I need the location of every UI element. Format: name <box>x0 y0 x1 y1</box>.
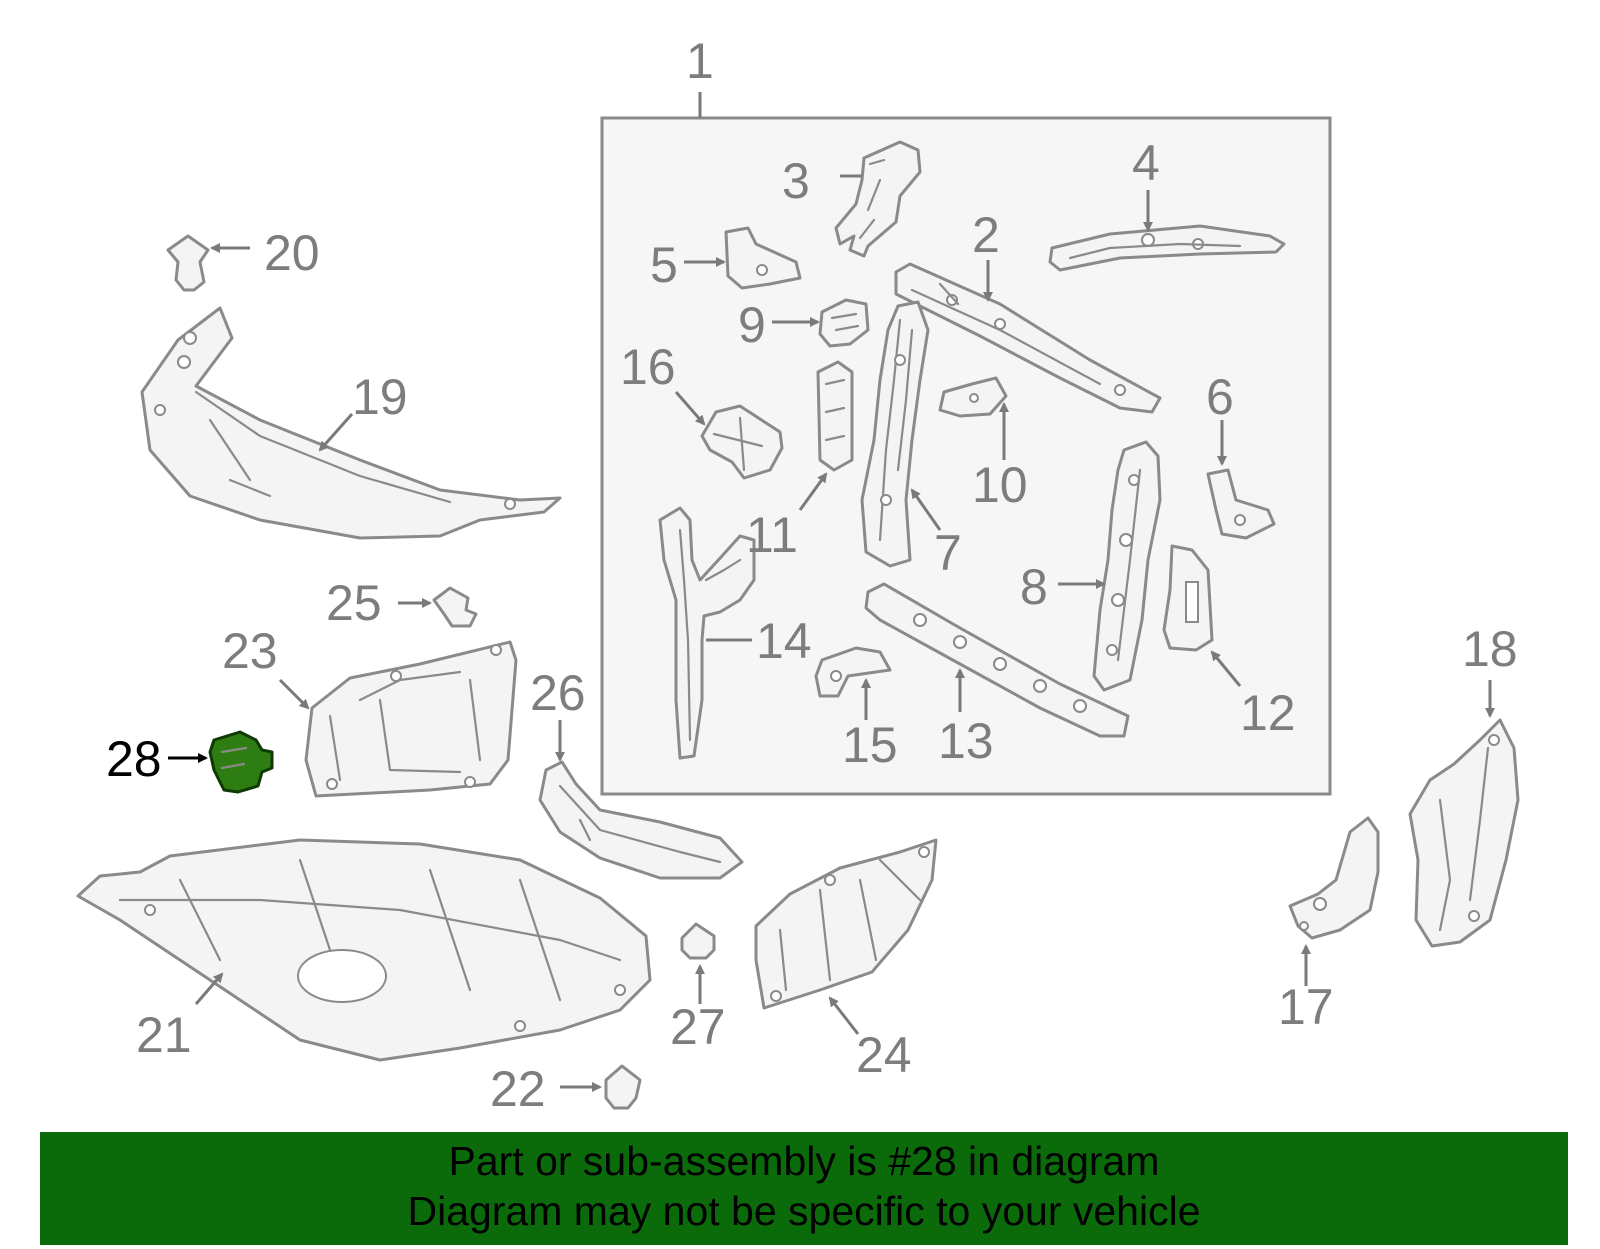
label-12: 12 <box>1240 685 1296 741</box>
part-24-splash-shield[interactable] <box>754 838 938 1035</box>
part-9-bracket[interactable] <box>772 298 870 348</box>
label-7: 7 <box>934 525 962 581</box>
label-25: 25 <box>326 575 382 631</box>
part-26-cover[interactable] <box>538 720 744 880</box>
label-3: 3 <box>782 153 810 209</box>
label-13: 13 <box>938 713 994 769</box>
label-11: 11 <box>746 507 798 563</box>
part-11-bracket[interactable] <box>798 360 854 511</box>
part-16-bracket[interactable] <box>674 391 784 480</box>
label-22: 22 <box>490 1061 546 1117</box>
part-13-lower-support[interactable] <box>864 582 1130 738</box>
label-2: 2 <box>972 207 1000 263</box>
part-21-under-cover[interactable] <box>76 838 652 1062</box>
label-1: 1 <box>686 33 714 89</box>
label-6: 6 <box>1206 369 1234 425</box>
part-25-clip[interactable] <box>398 586 478 628</box>
part-5-bracket[interactable] <box>684 226 802 290</box>
info-banner: Part or sub-assembly is #28 in diagram D… <box>40 1132 1568 1245</box>
label-27: 27 <box>670 999 726 1055</box>
label-10: 10 <box>972 457 1028 513</box>
label-16: 16 <box>620 339 676 395</box>
label-21: 21 <box>136 1007 192 1063</box>
label-14: 14 <box>756 613 812 669</box>
label-9: 9 <box>738 297 766 353</box>
part-18-splash-shield[interactable] <box>1408 680 1520 948</box>
part-27-clip[interactable] <box>680 922 716 1004</box>
part-8-side-support[interactable] <box>1058 440 1162 692</box>
part-22-clip[interactable] <box>560 1064 642 1110</box>
part-19-deflector[interactable] <box>140 306 562 540</box>
part-23-splash-shield[interactable] <box>278 640 518 798</box>
label-17: 17 <box>1278 979 1334 1035</box>
label-5: 5 <box>650 237 678 293</box>
part-12-bracket[interactable] <box>1162 544 1242 687</box>
label-20: 20 <box>264 225 320 281</box>
part-28-highlighted[interactable] <box>168 730 274 794</box>
label-26: 26 <box>530 665 586 721</box>
label-24: 24 <box>856 1027 912 1083</box>
part-4-support[interactable] <box>1048 190 1286 272</box>
part-17-bracket[interactable] <box>1288 816 1380 986</box>
callout-labels: 1 2 3 4 5 6 7 8 9 10 11 12 13 14 15 16 1… <box>106 33 1518 1117</box>
label-4: 4 <box>1132 135 1160 191</box>
part-15-bracket[interactable] <box>814 646 892 720</box>
label-8: 8 <box>1020 559 1048 615</box>
part-10-bracket[interactable] <box>938 376 1009 460</box>
label-28: 28 <box>106 731 162 787</box>
part-6-bracket[interactable] <box>1206 420 1276 540</box>
part-3-bracket[interactable] <box>834 140 922 258</box>
part-14-side-member[interactable] <box>658 506 756 760</box>
banner-line-2: Diagram may not be specific to your vehi… <box>407 1188 1201 1234</box>
label-23: 23 <box>222 623 278 679</box>
part-20-clip[interactable] <box>166 234 250 292</box>
part-7-side-support[interactable] <box>860 300 942 568</box>
banner-line-1: Part or sub-assembly is #28 in diagram <box>448 1138 1160 1184</box>
label-15: 15 <box>842 717 898 773</box>
label-18: 18 <box>1462 621 1518 677</box>
label-19: 19 <box>352 369 408 425</box>
part-2-upper-support[interactable] <box>894 260 1162 414</box>
